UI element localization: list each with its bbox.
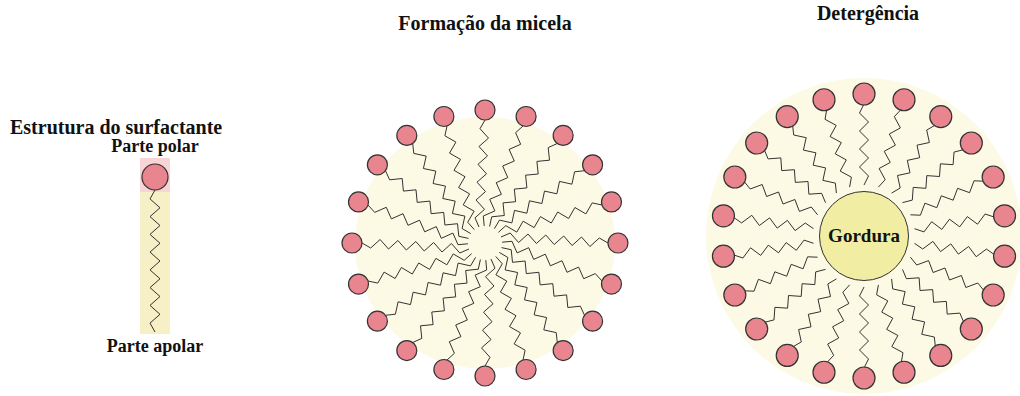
polar-head bbox=[583, 311, 603, 331]
polar-head bbox=[367, 311, 387, 331]
polar-head bbox=[724, 166, 746, 188]
part-label: Parte polar bbox=[111, 136, 198, 157]
hydrophobic-tail bbox=[502, 248, 585, 316]
hydrophobic-tail bbox=[892, 125, 936, 193]
hydrophobic-tail bbox=[903, 150, 964, 203]
panel-heading: Estrutura do surfactante bbox=[10, 116, 222, 139]
hydrophobic-tail bbox=[498, 203, 602, 232]
hydrophobic-tail bbox=[413, 260, 481, 343]
polar-head bbox=[475, 366, 495, 386]
polar-head bbox=[342, 233, 362, 253]
apolar-highlight bbox=[140, 192, 170, 334]
hydrophobic-tail bbox=[386, 257, 476, 315]
hydrophobic-tail bbox=[501, 233, 608, 247]
polar-head bbox=[813, 361, 835, 383]
polar-head bbox=[553, 125, 573, 145]
polar-head bbox=[982, 166, 1004, 188]
hydrophobic-tail bbox=[475, 120, 489, 227]
hydrophobic-tail bbox=[445, 126, 474, 230]
polar-head bbox=[746, 318, 768, 340]
hydrophobic-tail bbox=[744, 181, 818, 215]
polar-head bbox=[893, 89, 915, 111]
polar-head bbox=[434, 107, 454, 127]
hydrophobic-tail bbox=[733, 240, 813, 258]
polar-head bbox=[930, 106, 952, 128]
hydrophobic-tail bbox=[860, 287, 869, 368]
hydrophobic-tail bbox=[892, 279, 936, 347]
polar-head bbox=[960, 318, 982, 340]
micelle-core bbox=[355, 117, 615, 369]
hydrophobic-tail bbox=[733, 215, 813, 230]
polar-head bbox=[142, 164, 168, 190]
polar-head bbox=[516, 359, 536, 379]
polar-head bbox=[553, 341, 573, 361]
polar-head bbox=[853, 83, 875, 105]
polar-head bbox=[712, 245, 734, 267]
hydrophobic-tail bbox=[903, 269, 964, 322]
hydrophobic-tail bbox=[915, 214, 995, 232]
hydrophobic-tail bbox=[825, 109, 851, 187]
polar-head bbox=[367, 155, 387, 175]
polar-head bbox=[397, 125, 417, 145]
part-label: Parte apolar bbox=[107, 336, 203, 357]
polar-head bbox=[746, 132, 768, 154]
hydrophobic-tail bbox=[386, 171, 469, 239]
polar-head bbox=[724, 284, 746, 306]
polar-head bbox=[813, 89, 835, 111]
polar-head bbox=[994, 205, 1016, 227]
polar-head bbox=[960, 132, 982, 154]
polar-head bbox=[434, 359, 454, 379]
fat-droplet: Gordura bbox=[819, 191, 909, 281]
panel-heading: Formação da micela bbox=[398, 12, 571, 35]
polar-head bbox=[601, 192, 621, 212]
hydrophobic-tail bbox=[490, 144, 558, 227]
hydrophobic-tail bbox=[860, 104, 869, 185]
polar-head bbox=[583, 155, 603, 175]
polar-head bbox=[712, 205, 734, 227]
polar-head bbox=[930, 344, 952, 366]
polar-head bbox=[776, 106, 798, 128]
polar-head bbox=[776, 344, 798, 366]
detergency-ground bbox=[706, 78, 1020, 394]
hydrophobic-tail bbox=[764, 269, 825, 322]
hydrophobic-tail bbox=[499, 252, 557, 342]
hydrophobic-tail bbox=[494, 171, 584, 229]
polar-head bbox=[397, 341, 417, 361]
hydrophobic-tail bbox=[793, 279, 837, 347]
hydrophobic-tail bbox=[368, 254, 472, 283]
hydrophobic-tail bbox=[910, 257, 984, 291]
hydrophobic-tail bbox=[915, 241, 995, 256]
hydrophobic-tail bbox=[496, 256, 525, 360]
hydrophobic-tail bbox=[744, 257, 818, 291]
polar-head bbox=[853, 367, 875, 389]
droplet-label: Gordura bbox=[828, 225, 900, 247]
polar-head bbox=[601, 274, 621, 294]
hydrophobic-tail bbox=[910, 181, 984, 215]
hydrophobic-tail bbox=[150, 190, 160, 332]
hydrophobic-tail bbox=[482, 259, 496, 366]
hydrophobic-tail bbox=[764, 150, 825, 203]
polar-head bbox=[475, 100, 495, 120]
polar-head bbox=[349, 192, 369, 212]
polar-head bbox=[982, 284, 1004, 306]
hydrophobic-tail bbox=[793, 125, 837, 193]
hydrophobic-tail bbox=[413, 144, 471, 234]
polar-head bbox=[516, 107, 536, 127]
polar-head bbox=[608, 233, 628, 253]
hydrophobic-tail bbox=[362, 240, 469, 254]
polar-head bbox=[994, 245, 1016, 267]
panel-heading: Detergência bbox=[817, 2, 919, 25]
polar-head bbox=[893, 361, 915, 383]
polar-head bbox=[349, 274, 369, 294]
hydrophobic-tail bbox=[877, 285, 903, 363]
